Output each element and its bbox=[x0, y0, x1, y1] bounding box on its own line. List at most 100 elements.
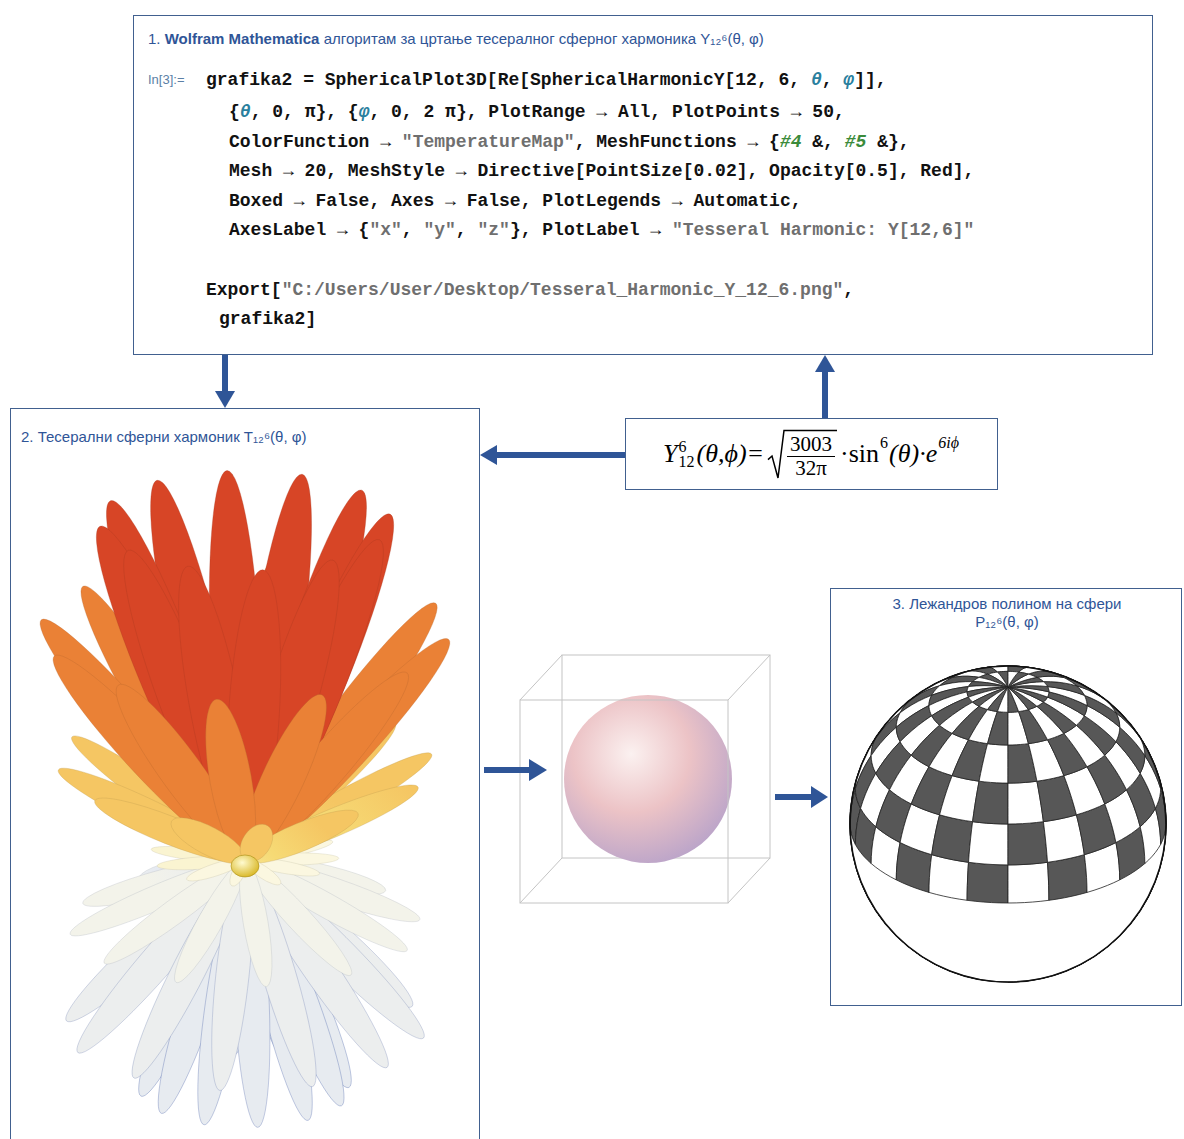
code-token: #5 bbox=[845, 132, 867, 152]
code-token: "x" bbox=[369, 220, 401, 240]
arrow-shaft bbox=[484, 767, 530, 773]
harmonic-core bbox=[231, 855, 259, 877]
flow-arrow bbox=[480, 445, 625, 465]
formula-part: (θ,ϕ)= bbox=[697, 439, 765, 469]
arrow-head bbox=[215, 391, 235, 408]
code-token: ColorFunction → bbox=[229, 132, 402, 152]
code-line: AxesLabel → {"x", "y", "z"}, PlotLabel →… bbox=[229, 219, 974, 241]
arrow-head bbox=[529, 759, 547, 781]
formula: Y612(θ,ϕ)=300332π·sin6(θ)·e6iϕ bbox=[663, 429, 960, 480]
cube-front-face bbox=[520, 700, 728, 903]
code-token: , MeshFunctions → { bbox=[575, 132, 780, 152]
code-line: grafika2 = SphericalPlot3D[Re[SphericalH… bbox=[206, 69, 887, 91]
code-token: "Tesseral Harmonic: Y[12,6]" bbox=[672, 220, 974, 240]
code-token: , bbox=[822, 70, 844, 90]
checker-cell bbox=[1008, 672, 1028, 687]
code-token: AxesLabel → { bbox=[229, 220, 369, 240]
code-token: "y" bbox=[423, 220, 455, 240]
flow-arrow bbox=[815, 355, 835, 418]
arrow-shaft bbox=[775, 794, 812, 800]
code-token: , bbox=[402, 220, 424, 240]
code-token: θ bbox=[240, 102, 251, 122]
sphere-in-cube bbox=[520, 655, 770, 903]
heading-word: Y₁₂⁶(θ, bbox=[700, 30, 749, 47]
formula-part: 3003 bbox=[787, 433, 835, 457]
formula-part: (θ)·e bbox=[889, 439, 937, 469]
cube-edge bbox=[520, 655, 562, 700]
formula-part: 6 bbox=[879, 434, 889, 452]
checker-cell bbox=[969, 822, 1009, 865]
code-line: grafika2] bbox=[219, 308, 316, 330]
code-line: Export["C:/Users/User/Desktop/Tesseral_H… bbox=[206, 279, 854, 301]
formula-part: 12 bbox=[679, 454, 695, 469]
code-token: "TemperatureMap" bbox=[402, 132, 575, 152]
panel-heading: 3. Лежандров полином на сфери P₁₂⁶(θ, φ) bbox=[889, 595, 1125, 631]
checker-cell bbox=[850, 666, 1166, 982]
code-token: θ bbox=[811, 70, 822, 90]
arrow-shaft bbox=[822, 370, 828, 418]
sphere-outline bbox=[850, 666, 1166, 982]
code-token: &, bbox=[802, 132, 845, 152]
code-token: &}, bbox=[866, 132, 909, 152]
code-line: ColorFunction → "TemperatureMap", MeshFu… bbox=[229, 131, 910, 153]
code-token: Mesh → 20, MeshStyle → Directive[PointSi… bbox=[229, 161, 974, 181]
heading-word: сферног bbox=[559, 30, 622, 47]
checker-cell bbox=[979, 744, 1008, 783]
code-token: }, PlotLabel → bbox=[510, 220, 672, 240]
heading-word: Mathematica bbox=[229, 30, 324, 47]
code-token: , 0, π}, { bbox=[251, 102, 359, 122]
arrow-head bbox=[480, 445, 497, 465]
heading-word: 1. bbox=[148, 30, 165, 47]
checker-cell bbox=[988, 712, 1008, 745]
code-token: Boxed → False, Axes → False, PlotLegends… bbox=[229, 191, 802, 211]
checker-cell bbox=[850, 666, 1166, 982]
harmonic-lobe bbox=[231, 851, 400, 1077]
code-token: φ bbox=[843, 70, 854, 90]
code-token: grafika2] bbox=[219, 309, 316, 329]
checker-cell bbox=[1008, 862, 1049, 903]
cube-edge bbox=[520, 858, 562, 903]
formula-part: 6iϕ bbox=[937, 434, 960, 452]
panel-heading: 1. Wolfram Mathematica алгоритам за црта… bbox=[148, 30, 764, 48]
code-panel: 1. Wolfram Mathematica алгоритам за црта… bbox=[133, 15, 1153, 355]
code-token: , bbox=[456, 220, 478, 240]
flow-arrows bbox=[484, 759, 828, 808]
code-token: "z" bbox=[477, 220, 509, 240]
legendre-checker-sphere bbox=[850, 666, 1166, 982]
code-token: grafika2 = SphericalPlot3D[Re[SphericalH… bbox=[206, 70, 811, 90]
formula-part: 6 bbox=[679, 439, 695, 454]
arrow-head bbox=[811, 786, 828, 808]
checker-cell bbox=[1008, 822, 1048, 865]
heading-word: Wolfram bbox=[165, 30, 229, 47]
code-token: , bbox=[843, 280, 854, 300]
tesseral-harmonic-plot bbox=[25, 469, 464, 1128]
checker-cell bbox=[1043, 682, 1084, 696]
code-token: Export[ bbox=[206, 280, 282, 300]
code-token: φ bbox=[359, 102, 370, 122]
heading-word: цртање bbox=[420, 30, 476, 47]
formula-part: 32π bbox=[792, 457, 830, 480]
code-token: "C:/Users/User/Desktop/Tesseral_Harmonic… bbox=[282, 280, 844, 300]
heading-word: φ) bbox=[749, 30, 764, 47]
cube-edge bbox=[728, 655, 770, 700]
code-token: #4 bbox=[780, 132, 802, 152]
formula-box: Y612(θ,ϕ)=300332π·sin6(θ)·e6iϕ bbox=[625, 418, 998, 490]
square-root: 300332π bbox=[767, 429, 837, 480]
illustration-panel: 2. Тесерални сферни хармоник T₁₂⁶(θ, φ) bbox=[10, 408, 480, 1139]
heading-word: за bbox=[400, 30, 419, 47]
checker-cell bbox=[1116, 713, 1145, 756]
code-line: Mesh → 20, MeshStyle → Directive[PointSi… bbox=[229, 160, 974, 182]
heading-word: тесералног bbox=[476, 30, 559, 47]
cube-wireframe bbox=[520, 655, 770, 903]
checker-cell bbox=[988, 687, 1008, 711]
formula-part: ·sin bbox=[840, 439, 879, 469]
checker-cell bbox=[850, 666, 1166, 982]
arrow-head bbox=[815, 355, 835, 372]
heading-word: алгоритам bbox=[324, 30, 401, 47]
illustration-panel: 3. Лежандров полином на сфери P₁₂⁶(θ, φ) bbox=[830, 588, 1182, 1006]
sphere-ground bbox=[850, 666, 1166, 982]
code-line: {θ, 0, π}, {φ, 0, 2 π}, PlotRange → All,… bbox=[229, 101, 845, 123]
arrow-shaft bbox=[495, 452, 625, 458]
code-token: , 0, 2 π}, PlotRange → All, PlotPoints →… bbox=[369, 102, 844, 122]
code-line: Boxed → False, Axes → False, PlotLegends… bbox=[229, 190, 802, 212]
